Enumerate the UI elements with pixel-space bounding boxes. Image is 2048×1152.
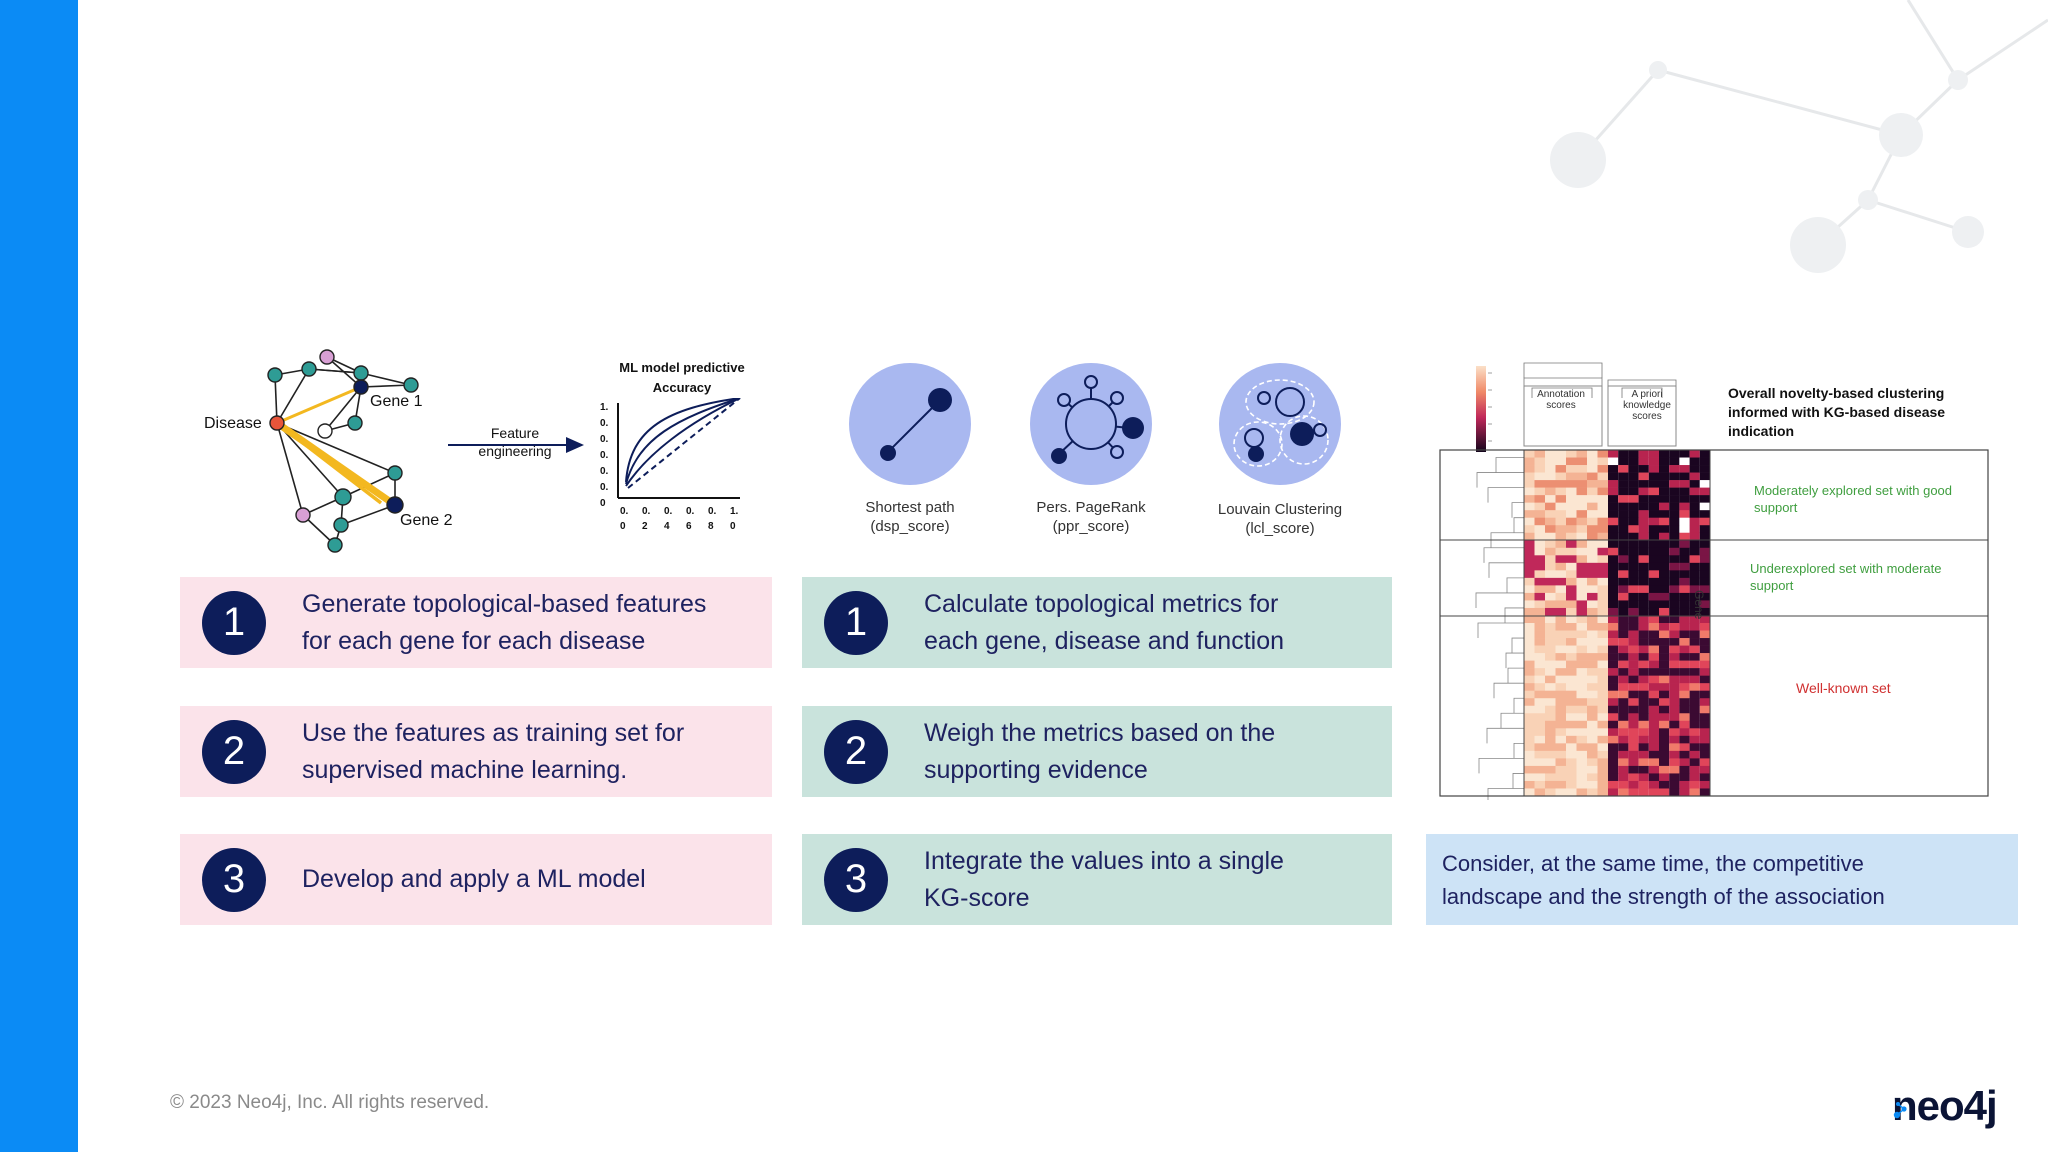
decorative-network-graphic — [1550, 0, 2048, 273]
heatmap-cluster-1-label: Moderately explored set with good suppor… — [1754, 483, 1953, 515]
x-tick-label: 1. — [730, 506, 739, 517]
middle-step-3: 3 Integrate the values into a single KG-… — [802, 834, 1392, 925]
heatmap-cluster-2-label: Underexplored set with moderate support — [1750, 561, 1942, 593]
y-tick-label: 0 — [600, 498, 606, 509]
x-tick-label: 2 — [642, 521, 648, 532]
y-tick-label: 0. — [600, 466, 609, 477]
middle-step-1-text: Calculate topological metrics for each g… — [924, 589, 1284, 655]
x-tick-label: 0. — [686, 506, 695, 517]
heatmap-cluster-3-label: Well-known set — [1796, 680, 1891, 696]
heatmap-row-axis-label: Gene — [1692, 590, 1706, 620]
gene2-node-label: Gene 2 — [400, 512, 453, 529]
x-tick-label: 0. — [642, 506, 651, 517]
feature-engineering-arrow — [448, 437, 584, 453]
middle-step-3-text: Integrate the values into a single KG-sc… — [924, 846, 1284, 912]
left-step-3-text: Develop and apply a ML model — [302, 865, 646, 893]
right-note-text: Consider, at the same time, the competit… — [1442, 850, 1885, 909]
left-step-3: 3 Develop and apply a ML model — [180, 834, 772, 925]
pagerank-graphic — [1030, 363, 1152, 485]
x-tick-label: 8 — [708, 521, 714, 532]
shortest-path-graphic — [849, 363, 971, 485]
copyright-footer: © 2023 Neo4j, Inc. All rights reserved. — [170, 1092, 490, 1113]
neo4j-logo: neo4j — [1892, 1082, 1998, 1130]
left-step-2-text: Use the features as training set for sup… — [302, 718, 685, 784]
feature-engineering-label: Feature engineering — [478, 425, 552, 459]
left-step-1-text: Generate topological-based features for … — [302, 589, 707, 655]
left-step-1: 1 Generate topological-based features fo… — [180, 577, 772, 668]
accent-sidebar-bar — [0, 0, 78, 1152]
gene-disease-graph — [267, 349, 419, 553]
heatmap-col-header-2: A priori knowledge scores — [1623, 389, 1671, 422]
neo4j-logo-mark-icon — [1893, 1102, 1907, 1119]
y-tick-label: 0. — [600, 450, 609, 461]
y-tick-label: 1. — [600, 402, 609, 413]
step-number-circle: 2 — [824, 719, 888, 784]
middle-step-1: 1 Calculate topological metrics for each… — [802, 577, 1392, 668]
y-tick-label: 0. — [600, 418, 609, 429]
ml-accuracy-plot: 1. 0. 0. 0. 0. 0. 0 0. 0 0. 2 0. 4 0. 6 0. 8 1. 0 — [600, 398, 741, 532]
x-tick-label: 4 — [664, 521, 670, 532]
middle-step-2-text: Weigh the metrics based on the supportin… — [924, 718, 1276, 784]
step-number-circle: 3 — [202, 847, 266, 912]
x-tick-label: 0. — [664, 506, 673, 517]
y-tick-label: 0. — [600, 434, 609, 445]
middle-step-2: 2 Weigh the metrics based on the support… — [802, 706, 1392, 797]
x-tick-label: 0 — [620, 521, 626, 532]
left-step-2: 2 Use the features as training set for s… — [180, 706, 772, 797]
gene1-node-label: Gene 1 — [370, 393, 423, 410]
logo-text: neo4j — [1892, 1082, 1998, 1129]
heatmap-col-header-1: Annotation scores — [1537, 389, 1585, 411]
metric-label-pagerank: Pers. PageRank (ppr_score) — [1036, 499, 1146, 535]
x-tick-label: 0. — [620, 506, 629, 517]
step-number-circle: 1 — [824, 590, 888, 655]
step-number-circle: 1 — [202, 590, 266, 655]
disease-node-label: Disease — [204, 415, 262, 432]
metric-label-shortest-path: Shortest path (dsp_score) — [865, 499, 955, 535]
step-number-circle: 3 — [824, 847, 888, 912]
x-tick-label: 6 — [686, 521, 692, 532]
heatmap-title: Overall novelty-based clustering informe… — [1728, 385, 1946, 439]
y-tick-label: 0. — [600, 482, 609, 493]
x-tick-label: 0. — [708, 506, 717, 517]
x-tick-label: 0 — [730, 521, 736, 532]
ml-plot-title: ML model predictive Accuracy — [619, 360, 745, 395]
right-note-box: Consider, at the same time, the competit… — [1426, 834, 2018, 925]
metric-label-louvain: Louvain Clustering (lcl_score) — [1217, 501, 1343, 537]
heatmap-figure — [1439, 362, 1989, 800]
louvain-clustering-graphic — [1219, 363, 1341, 485]
step-number-circle: 2 — [202, 719, 266, 784]
